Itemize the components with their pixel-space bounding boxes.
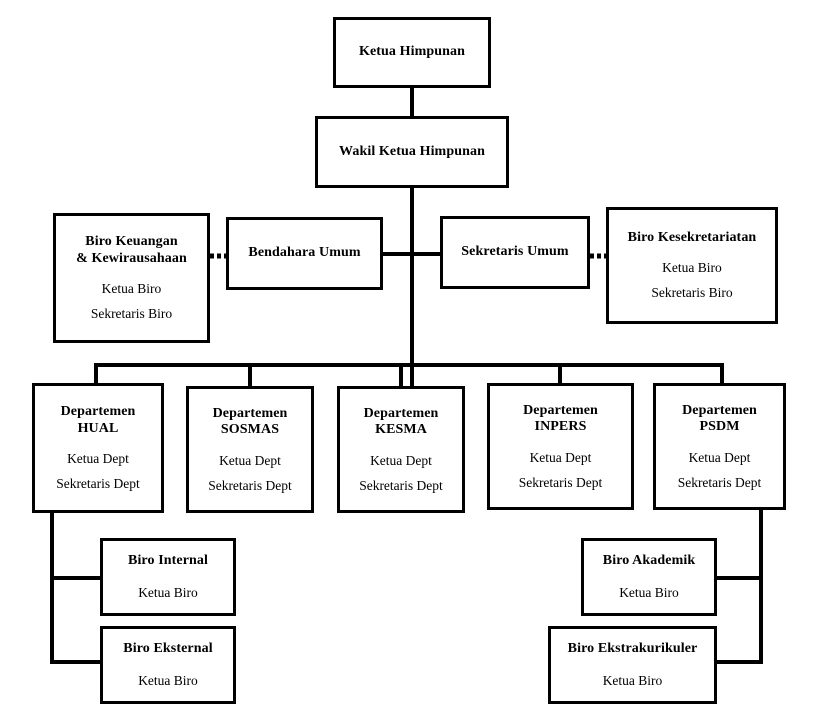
node-role: Sekretaris Biro bbox=[90, 306, 173, 322]
node-title: Departemen SOSMAS bbox=[212, 405, 288, 438]
node-title: Departemen PSDM bbox=[682, 402, 757, 435]
node-role: Ketua Biro bbox=[101, 281, 162, 297]
node-roles: Ketua Biro bbox=[603, 673, 663, 689]
org-node-sekretaris-umum[interactable]: Sekretaris Umum bbox=[440, 216, 590, 289]
node-title: Departemen KESMA bbox=[363, 405, 439, 438]
node-title: Biro Ekstrakurikuler bbox=[567, 641, 698, 657]
node-title: Wakil Ketua Himpunan bbox=[339, 143, 485, 159]
node-role: Ketua Biro bbox=[662, 260, 722, 276]
node-role: Ketua Dept bbox=[688, 449, 751, 465]
node-roles: Ketua Biro bbox=[138, 585, 198, 601]
node-role: Sekretaris Dept bbox=[208, 477, 292, 493]
org-node-bendahara-umum[interactable]: Bendahara Umum bbox=[226, 217, 383, 290]
node-role: Ketua Dept bbox=[370, 452, 432, 468]
node-title: Ketua Himpunan bbox=[358, 44, 466, 60]
node-role: Sekretaris Dept bbox=[359, 477, 443, 493]
node-title: Departemen INPERS bbox=[523, 402, 598, 435]
node-role: Ketua Biro bbox=[602, 672, 663, 688]
node-role: Ketua Dept bbox=[219, 452, 281, 468]
node-title: Biro Internal bbox=[128, 553, 208, 569]
node-role: Sekretaris Dept bbox=[56, 476, 140, 492]
node-role: Ketua Dept bbox=[529, 449, 592, 465]
node-roles: Ketua Biro bbox=[619, 585, 679, 601]
org-node-ketua-himpunan[interactable]: Ketua Himpunan bbox=[333, 17, 491, 88]
node-role: Ketua Dept bbox=[67, 451, 129, 467]
node-role: Sekretaris Biro bbox=[651, 285, 733, 301]
node-role: Sekretaris Dept bbox=[518, 474, 603, 490]
node-role: Sekretaris Dept bbox=[677, 474, 762, 490]
node-title: Bendahara Umum bbox=[248, 245, 361, 261]
node-role: Ketua Biro bbox=[619, 584, 679, 600]
node-title: Sekretaris Umum bbox=[461, 244, 569, 260]
node-title: Biro Kesekretariatan bbox=[627, 229, 757, 245]
node-title: Biro Akademik bbox=[602, 553, 696, 569]
node-title: Biro Keuangan & Kewirausahaan bbox=[76, 234, 187, 266]
org-node-wakil-ketua-himpunan[interactable]: Wakil Ketua Himpunan bbox=[315, 116, 509, 188]
node-roles: Ketua Biro bbox=[138, 673, 198, 689]
node-role: Ketua Biro bbox=[138, 672, 198, 688]
node-role: Ketua Biro bbox=[138, 584, 198, 600]
node-title: Departemen HUAL bbox=[60, 404, 136, 436]
node-title: Biro Eksternal bbox=[123, 641, 213, 657]
